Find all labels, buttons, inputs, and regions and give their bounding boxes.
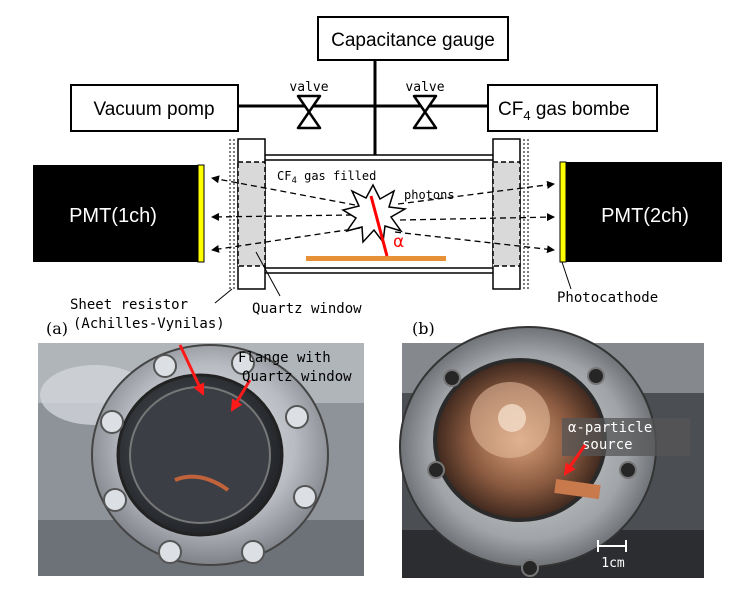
alpha-track [369, 195, 389, 257]
scale-bar [597, 540, 627, 552]
capacitance-gauge-box: Capacitance gauge [317, 16, 509, 61]
scintillation-burst-icon [341, 183, 408, 244]
quartz-window-label: Quartz window [252, 301, 362, 317]
vacuum-pump-label: Vacuum pomp [93, 99, 214, 120]
valve-left-label: valve [289, 80, 328, 95]
scale-bar-label: 1cm [601, 556, 625, 571]
photo-a: Flange with Quartz window [38, 343, 364, 576]
gas-lines [238, 60, 488, 155]
photocathode-right [559, 161, 567, 263]
left-flange [229, 138, 266, 290]
sheet-resistor-arrow [178, 344, 205, 396]
alpha-source-annotation-line1: α-particle [568, 420, 652, 436]
photocathode-label: Photocathode [557, 290, 658, 306]
photo-b-label: (b) [412, 319, 435, 338]
quartz-window-leader [255, 251, 281, 297]
gas-bombe-label: CF4 gas bombe [498, 99, 630, 123]
pmt-right-label: PMT(2ch) [601, 205, 689, 227]
gas-bombe-box: CF4 gas bombe [487, 84, 658, 132]
chamber-tube [265, 154, 493, 274]
sheet-resistor-label-line1: Sheet resistor [70, 297, 188, 313]
alpha-source-annotation-line2: source [582, 437, 633, 453]
photo-b: α-particle source 1cm [399, 326, 704, 578]
pmt-left: PMT(1ch) [33, 164, 205, 263]
gas-filled-label: CF4 gas filled [277, 169, 376, 186]
sheet-resistor-leader [214, 288, 233, 304]
photon-arrows [211, 175, 555, 254]
capacitance-gauge-label: Capacitance gauge [331, 30, 495, 51]
pmt-left-label: PMT(1ch) [69, 205, 157, 227]
pmt-right: PMT(2ch) [559, 161, 722, 263]
flange-annotation-line1: Flange with [238, 350, 331, 366]
valve-right-icon: valve [405, 80, 445, 130]
flange-arrow [230, 379, 252, 412]
alpha-source-plate [306, 256, 446, 261]
photo-a-label: (a) [46, 319, 68, 338]
flange-annotation-line2: Quartz window [242, 369, 352, 385]
quartz-window-right [492, 161, 521, 267]
alpha-source-arrow [563, 444, 587, 476]
valve-left-icon: valve [289, 80, 329, 130]
right-flange [492, 138, 529, 290]
photons-label: photons [404, 188, 455, 202]
vacuum-pump-box: Vacuum pomp [70, 84, 239, 132]
sheet-resistor-label-line2: (Achilles-Vynilas) [73, 316, 225, 332]
valve-right-label: valve [405, 80, 444, 95]
photocathode-left [197, 164, 205, 263]
photocathode-leader [561, 261, 572, 290]
quartz-window-left [237, 161, 266, 267]
alpha-symbol: α [393, 232, 404, 252]
